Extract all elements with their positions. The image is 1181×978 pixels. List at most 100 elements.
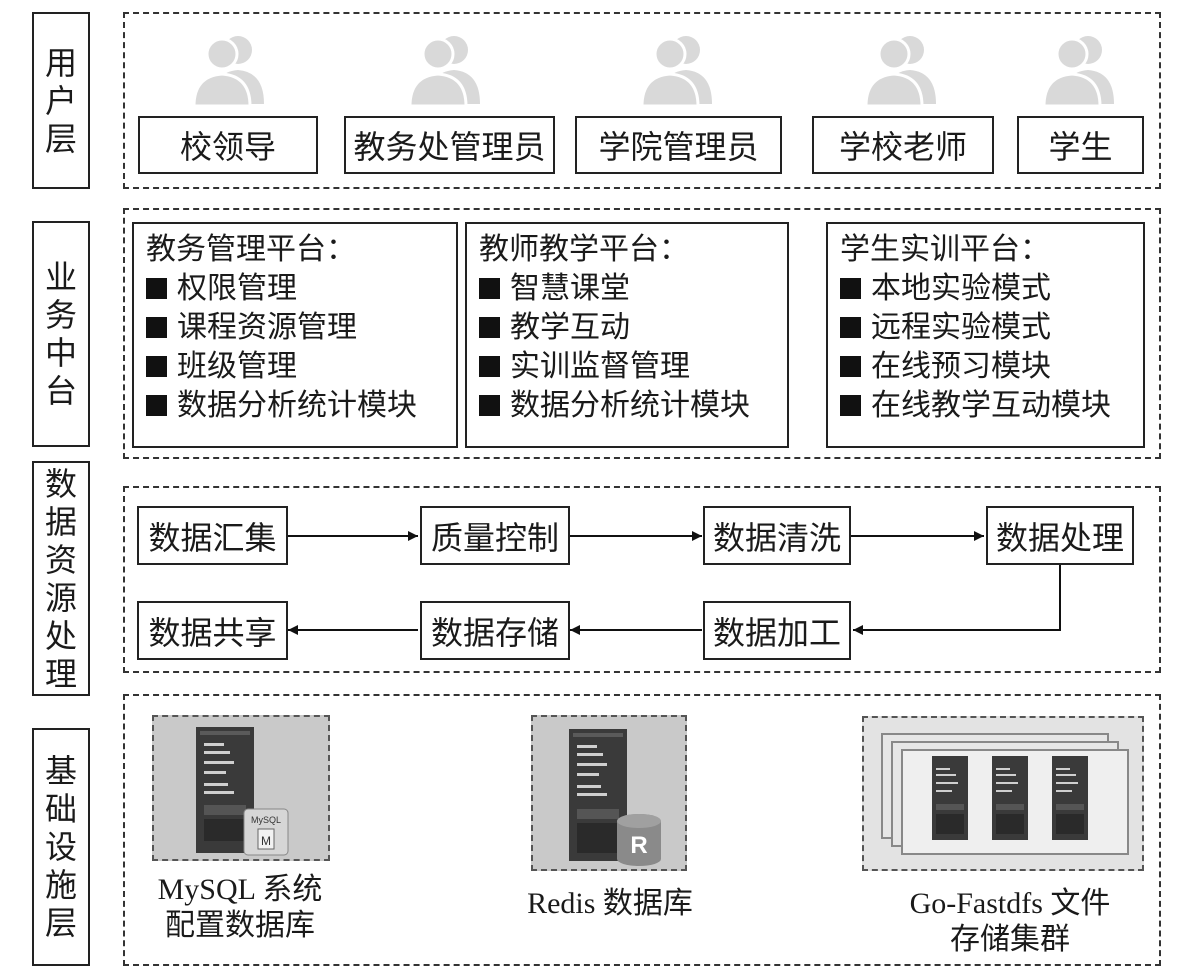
redis-caption: Redis 数据库 (480, 886, 740, 922)
cluster-server-icon (932, 756, 968, 840)
layer-label-infrastructure: 基 础 设 施 层 (32, 728, 90, 966)
mysql-caption: MySQL 系统 配置数据库 (120, 872, 360, 944)
caption-line: MySQL 系统 (157, 873, 323, 906)
platform-item: 远程实验模式 (840, 308, 1131, 347)
infrastructure-layer-container (123, 694, 1161, 966)
square-bullet-icon (146, 356, 167, 377)
square-bullet-icon (146, 278, 167, 299)
platform-item: 本地实验模式 (840, 269, 1131, 308)
user-group-icon (864, 36, 936, 108)
platform-title: 教师教学平台： (479, 232, 689, 267)
data-step-box: 数据处理 (986, 506, 1134, 565)
data-step-box: 数据存储 (420, 601, 570, 660)
mysql-badge-letter: M (261, 834, 271, 848)
square-bullet-icon (840, 356, 861, 377)
platform-item-label: 权限管理 (177, 271, 297, 306)
platform-item: 权限管理 (146, 269, 444, 308)
layer-label-char: 数 (44, 464, 77, 503)
platform-panel-student: 学生实训平台： 本地实验模式 远程实验模式 在线预习模块 在线教学互动模块 (826, 222, 1145, 448)
layer-label-char: 设 (44, 828, 77, 866)
square-bullet-icon (479, 395, 500, 416)
platform-panel-teacher: 教师教学平台： 智慧课堂 教学互动 实训监督管理 数据分析统计模块 (465, 222, 789, 448)
platform-title: 教务管理平台： (146, 232, 356, 267)
layer-label-char: 层 (44, 119, 77, 158)
platform-item: 在线教学互动模块 (840, 386, 1131, 425)
mysql-badge-text: MySQL (251, 815, 281, 825)
square-bullet-icon (840, 317, 861, 338)
user-role-box: 学生 (1017, 116, 1144, 174)
platform-item: 班级管理 (146, 347, 444, 386)
square-bullet-icon (146, 395, 167, 416)
layer-label-char: 据 (44, 502, 77, 541)
layer-label-char: 施 (44, 866, 77, 904)
platform-title: 学生实训平台： (840, 232, 1050, 267)
business-layer-container (123, 208, 1161, 459)
layer-label-char: 源 (44, 578, 77, 617)
data-step-box: 质量控制 (420, 506, 570, 565)
data-step-box: 数据共享 (137, 601, 288, 660)
platform-item-label: 课程资源管理 (177, 310, 357, 345)
caption-line: Redis 数据库 (527, 887, 693, 920)
platform-item-label: 班级管理 (177, 349, 297, 384)
layer-label-char: 层 (44, 904, 77, 942)
platform-panel-academic: 教务管理平台： 权限管理 课程资源管理 班级管理 数据分析统计模块 (132, 222, 458, 448)
layer-label-char: 理 (44, 654, 77, 693)
platform-item: 数据分析统计模块 (479, 386, 775, 425)
user-group-icon (408, 36, 480, 108)
layer-label-char: 中 (44, 334, 77, 372)
platform-item-label: 数据分析统计模块 (510, 388, 750, 423)
layer-label-data-processing: 数 据 资 源 处 理 (32, 461, 90, 696)
caption-line: 存储集群 (950, 922, 1070, 957)
caption-line: Go-Fastdfs 文件 (909, 887, 1111, 920)
data-layer-container (123, 486, 1161, 673)
layer-label-char: 基 (44, 752, 77, 790)
fastdfs-cluster-icon (881, 733, 1129, 855)
user-role-box: 教务处管理员 (344, 116, 555, 174)
layer-label-char: 处 (44, 616, 77, 655)
user-role-box: 学校老师 (812, 116, 994, 174)
layer-label-user: 用 户 层 (32, 12, 90, 189)
square-bullet-icon (479, 317, 500, 338)
square-bullet-icon (146, 317, 167, 338)
user-group-icon (640, 36, 712, 108)
platform-item-label: 在线教学互动模块 (871, 388, 1111, 423)
platform-item-label: 在线预习模块 (871, 349, 1051, 384)
redis-badge-letter: R (630, 832, 647, 859)
platform-item: 实训监督管理 (479, 347, 775, 386)
layer-label-business: 业 务 中 台 (32, 221, 90, 447)
flow-arrow (853, 565, 1061, 635)
platform-item-label: 智慧课堂 (510, 271, 630, 306)
layer-label-char: 础 (44, 790, 77, 828)
square-bullet-icon (479, 278, 500, 299)
platform-item: 在线预习模块 (840, 347, 1131, 386)
platform-item: 数据分析统计模块 (146, 386, 444, 425)
data-step-box: 数据汇集 (137, 506, 288, 565)
square-bullet-icon (840, 395, 861, 416)
layer-label-char: 用 (44, 43, 77, 82)
fastdfs-caption: Go-Fastdfs 文件 存储集群 (880, 886, 1140, 958)
platform-item: 智慧课堂 (479, 269, 775, 308)
data-step-box: 数据清洗 (703, 506, 851, 565)
platform-item-label: 远程实验模式 (871, 310, 1051, 345)
user-group-icon (1042, 36, 1114, 108)
redis-server-icon: R (569, 729, 661, 866)
layer-label-char: 资 (44, 540, 77, 579)
user-group-icon (192, 36, 264, 108)
platform-item-label: 数据分析统计模块 (177, 388, 417, 423)
user-layer-container (123, 12, 1161, 189)
platform-item-label: 教学互动 (510, 310, 630, 345)
platform-item-label: 本地实验模式 (871, 271, 1051, 306)
square-bullet-icon (840, 278, 861, 299)
layer-label-char: 业 (44, 258, 77, 296)
caption-line: 配置数据库 (165, 908, 315, 943)
data-step-box: 数据加工 (703, 601, 851, 660)
cluster-server-icon (992, 756, 1028, 840)
square-bullet-icon (479, 356, 500, 377)
cluster-server-icon (1052, 756, 1088, 840)
platform-item-label: 实训监督管理 (510, 349, 690, 384)
layer-label-char: 务 (44, 296, 77, 334)
platform-item: 教学互动 (479, 308, 775, 347)
user-role-box: 学院管理员 (575, 116, 782, 174)
user-role-box: 校领导 (138, 116, 318, 174)
